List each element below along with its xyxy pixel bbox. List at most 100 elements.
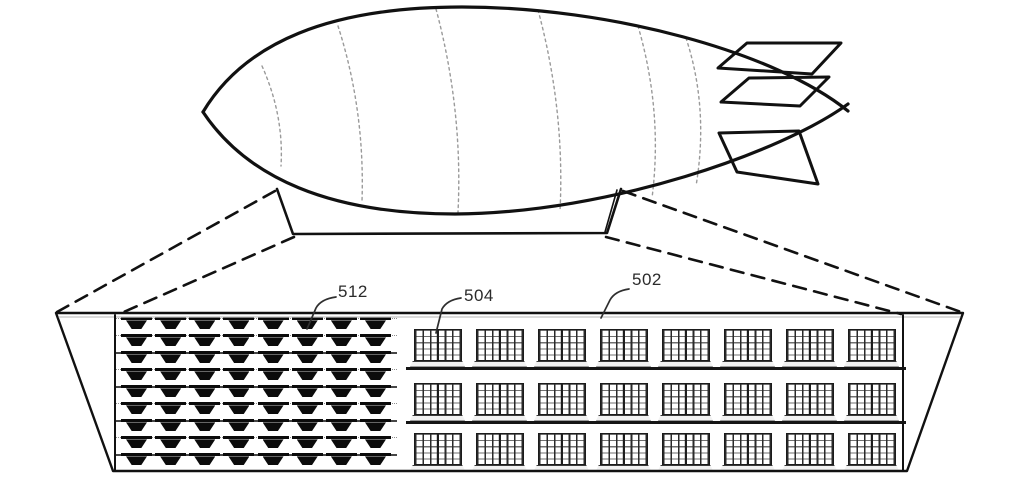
storage-row: [116, 385, 397, 403]
bin-body: [228, 337, 250, 346]
inventory-crate: [534, 382, 589, 421]
bin-body: [160, 422, 182, 431]
storage-bin: [155, 351, 187, 369]
inventory-crate: [658, 432, 713, 471]
crate-grid: [413, 328, 462, 361]
storage-row: [116, 351, 397, 369]
storage-bin: [325, 385, 357, 403]
bin-body: [194, 456, 216, 465]
inventory-crate: [782, 382, 837, 421]
bin-body: [296, 405, 318, 414]
bin-rail: [359, 317, 391, 321]
bin-rail: [257, 419, 289, 423]
storage-bin: [121, 402, 152, 420]
storage-bin: [291, 317, 323, 335]
bin-rail: [189, 317, 221, 321]
storage-row: [116, 453, 397, 471]
storage-bin: [359, 453, 391, 471]
cargo-gondola: [275, 187, 623, 236]
inventory-crate: [844, 382, 899, 421]
hull-lower-curve: [201, 102, 850, 216]
storage-bin: [121, 334, 152, 352]
bin-rail: [359, 368, 391, 372]
storage-bin: [155, 317, 187, 335]
storage-bin: [291, 402, 323, 420]
crate-base: [596, 465, 651, 471]
bin-body: [160, 439, 182, 448]
bin-rail: [121, 317, 152, 321]
crate-base: [782, 361, 837, 367]
storage-bin: [257, 453, 289, 471]
inventory-crate: [782, 432, 837, 471]
bin-rail: [325, 385, 357, 389]
bin-body: [228, 388, 250, 397]
bin-rail: [257, 334, 289, 338]
inventory-crate: [410, 328, 465, 367]
bin-rail: [189, 385, 221, 389]
bin-rail: [189, 453, 221, 457]
bin-body: [364, 371, 386, 380]
bin-rail: [359, 436, 391, 440]
storage-bin: [257, 368, 289, 386]
storage-row: [116, 368, 397, 386]
bin-body: [364, 337, 386, 346]
bin-rail: [325, 368, 357, 372]
bin-body: [228, 371, 250, 380]
inventory-crate: [658, 382, 713, 421]
bin-rail: [121, 402, 152, 406]
crate-base: [596, 361, 651, 367]
bin-rail: [189, 436, 221, 440]
bin-body: [228, 456, 250, 465]
bin-body: [296, 388, 318, 397]
storage-bin: [189, 351, 221, 369]
bin-body: [330, 422, 352, 431]
tail-fins: [716, 41, 843, 186]
storage-row: [116, 317, 397, 335]
crate-grid: [661, 328, 710, 361]
crate-grid: [785, 382, 834, 415]
bin-rail: [257, 351, 289, 355]
bin-body: [296, 422, 318, 431]
storage-bin: [359, 385, 391, 403]
bin-rail: [121, 351, 152, 355]
storage-bin: [189, 402, 221, 420]
bin-body: [126, 456, 147, 465]
bin-body: [228, 354, 250, 363]
storage-bin: [257, 334, 289, 352]
bin-rail: [223, 385, 255, 389]
storage-bin: [257, 436, 289, 454]
bin-rail: [291, 402, 323, 406]
crate-grid: [475, 328, 524, 361]
inventory-crate: [534, 432, 589, 471]
bin-rail: [359, 351, 391, 355]
bin-body: [160, 456, 182, 465]
bin-body: [364, 354, 386, 363]
bin-body: [296, 456, 318, 465]
bin-rail: [291, 351, 323, 355]
bin-body: [262, 371, 284, 380]
bin-body: [194, 320, 216, 329]
storage-bin: [189, 436, 221, 454]
bin-rail: [359, 385, 391, 389]
crate-base: [410, 415, 465, 421]
crate-base: [472, 465, 527, 471]
storage-bin: [291, 334, 323, 352]
storage-bin: [121, 419, 152, 437]
storage-bin: [291, 453, 323, 471]
bin-body: [126, 388, 147, 397]
storage-bin: [155, 368, 187, 386]
bin-rail: [121, 368, 152, 372]
inventory-crate: [472, 382, 527, 421]
bin-rail: [189, 351, 221, 355]
bin-rail: [155, 453, 187, 457]
bin-rail: [257, 453, 289, 457]
ref-label-512: 512: [338, 282, 368, 301]
storage-bin: [257, 351, 289, 369]
bin-rail: [223, 453, 255, 457]
bin-body: [262, 422, 284, 431]
crate-base: [720, 361, 775, 367]
inventory-crate: [596, 432, 651, 471]
crate-grid: [785, 432, 834, 465]
crate-grid: [847, 328, 896, 361]
